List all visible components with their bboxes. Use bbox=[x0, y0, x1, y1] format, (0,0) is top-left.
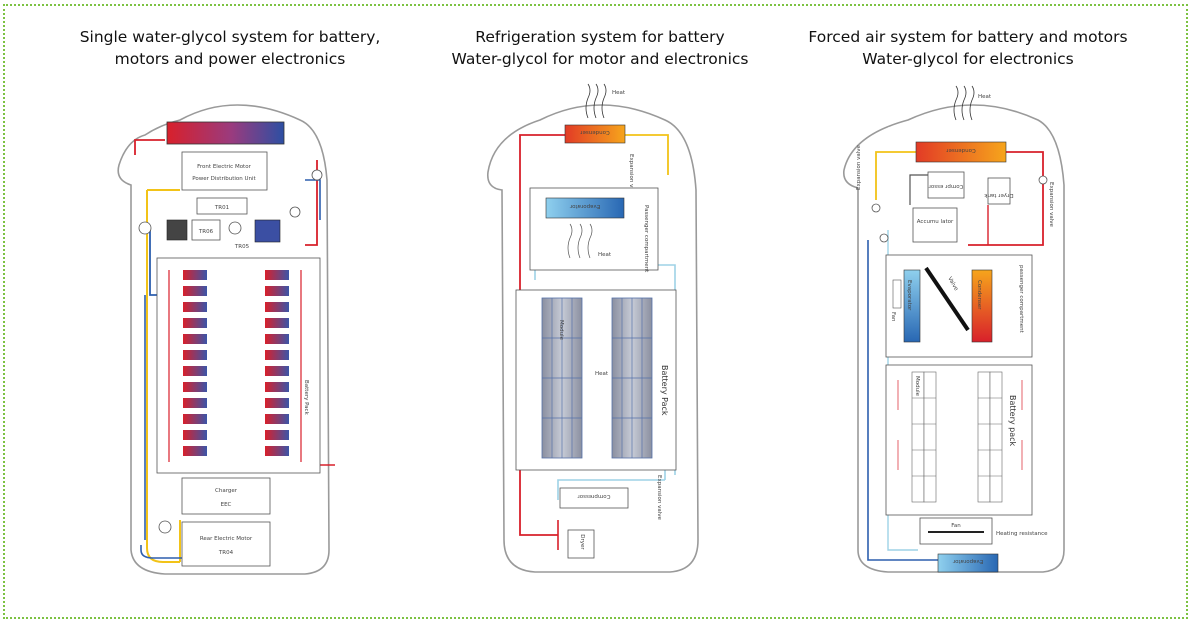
tr01-box bbox=[196, 197, 248, 215]
battery-cells-left bbox=[183, 270, 207, 456]
car-outline bbox=[486, 104, 699, 573]
condenser bbox=[564, 124, 626, 144]
compressor-box bbox=[559, 487, 629, 509]
chiller-block bbox=[254, 219, 281, 243]
expansion-valve-right-icon bbox=[1038, 175, 1048, 185]
compressor-label: Compr essor bbox=[928, 183, 964, 189]
eec-label: EEC bbox=[221, 502, 232, 508]
heat-batt-label: Heat bbox=[595, 371, 609, 377]
modules-left bbox=[911, 371, 937, 503]
panel-2-title: Refrigeration system for battery Water-g… bbox=[451, 28, 749, 68]
front-motor-label: Front Electric Motor bbox=[197, 164, 251, 170]
expansion-valve-bottom-label: Expansion valve bbox=[656, 475, 662, 520]
car-outline bbox=[842, 104, 1065, 573]
battery-cells-right bbox=[265, 270, 289, 456]
pump-icon bbox=[228, 221, 242, 235]
heating-resistance-label: Heating resistance bbox=[996, 531, 1048, 537]
evaporator-label: Evaporator bbox=[906, 280, 912, 311]
dryer-tank-box bbox=[987, 177, 1011, 205]
expansion-valve-left-icon bbox=[871, 203, 881, 213]
evaporator bbox=[545, 197, 625, 219]
heat-top-label: Heat bbox=[978, 94, 992, 100]
modules-right bbox=[977, 371, 1003, 503]
passenger-label: passenger compartment bbox=[1018, 265, 1024, 334]
panel-1-diagram: Front Electric Motor Power Distribution … bbox=[117, 104, 335, 575]
heat-arrows-battery bbox=[897, 380, 1023, 470]
module-label: Module bbox=[558, 320, 564, 341]
battery-pack-label: Battery Pack bbox=[660, 365, 669, 416]
car-outline bbox=[117, 104, 330, 575]
panel-3-title: Forced air system for battery and motors… bbox=[808, 28, 1128, 68]
accumulator-label: Accumu lator bbox=[917, 219, 954, 225]
condenser-2-label: Condenser bbox=[976, 280, 982, 310]
charger-label: Charger bbox=[215, 488, 238, 494]
expansion-valve-left-label: Expansion valve bbox=[856, 145, 862, 190]
fan-label: Fan bbox=[890, 312, 896, 322]
expansion-valve-right-label: Expansion valve bbox=[1048, 182, 1054, 227]
fan-bottom-label: Fan bbox=[951, 523, 961, 529]
fan-box bbox=[892, 279, 902, 309]
accumulator-box bbox=[912, 207, 958, 243]
radiator bbox=[166, 121, 285, 145]
battery-pack-box bbox=[885, 364, 1033, 516]
rear-motor-box bbox=[181, 521, 271, 567]
heat-arrows-top bbox=[953, 85, 975, 121]
tr05-label: TR05 bbox=[234, 244, 250, 250]
panel-3-diagram: Heat Condenser Compr essor Dryer tank Ex… bbox=[842, 85, 1065, 573]
dryer-label: Dryer bbox=[579, 534, 585, 550]
valve-icon bbox=[879, 233, 889, 243]
evaporator-bottom bbox=[937, 553, 999, 573]
heat-arrows-mid bbox=[567, 223, 593, 259]
battery-pack-label: Battery Pack bbox=[303, 380, 309, 416]
valve-icon-right bbox=[311, 169, 323, 181]
battery-pack-label: Battery pack bbox=[1008, 395, 1017, 447]
heat-mid-label: Heat bbox=[598, 252, 612, 258]
condenser-label: Condenser bbox=[945, 147, 975, 153]
tr01-label: TR01 bbox=[214, 205, 229, 211]
pdu-label: Power Distribution Unit bbox=[192, 176, 256, 182]
valve-icon bbox=[289, 206, 301, 218]
condenser bbox=[915, 141, 1007, 163]
battery-pack-box bbox=[156, 257, 321, 474]
tr06-box bbox=[191, 219, 221, 241]
tr06-label: TR06 bbox=[198, 229, 214, 235]
heater-block bbox=[166, 219, 188, 241]
passenger-label: Passenger compartment bbox=[643, 205, 649, 273]
heat-top-label: Heat bbox=[612, 90, 626, 96]
tr04-label: TR04 bbox=[218, 550, 234, 556]
valve-flap bbox=[924, 266, 970, 332]
rear-motor-label: Rear Electric Motor bbox=[200, 536, 253, 542]
front-motor-box bbox=[181, 151, 268, 191]
dryer-box bbox=[567, 529, 595, 559]
rear-pump-icon bbox=[158, 520, 172, 534]
module-label: Module bbox=[914, 376, 920, 397]
dryer-tank-label: Dryer tank bbox=[984, 192, 1014, 198]
expansion-valve-top-label: Expansion valve bbox=[628, 154, 634, 199]
charger-box bbox=[181, 477, 271, 515]
condenser-2 bbox=[971, 269, 993, 343]
figure-frame bbox=[3, 4, 1188, 619]
pump-icon-left bbox=[138, 221, 152, 235]
panel-1-title: Single water-glycol system for battery, … bbox=[79, 28, 381, 68]
evaporator-bottom-label: Evaporator bbox=[952, 558, 983, 564]
evaporator bbox=[903, 269, 921, 343]
evaporator-label: Evaporator bbox=[569, 203, 600, 209]
heat-arrows-top bbox=[585, 83, 607, 119]
panel-2-diagram: Heat Condenser Expansion valve Evaporato… bbox=[486, 83, 699, 573]
condenser-label: Condenser bbox=[579, 129, 609, 135]
compressor-box bbox=[927, 171, 965, 199]
compressor-label: Compressor bbox=[577, 493, 611, 499]
